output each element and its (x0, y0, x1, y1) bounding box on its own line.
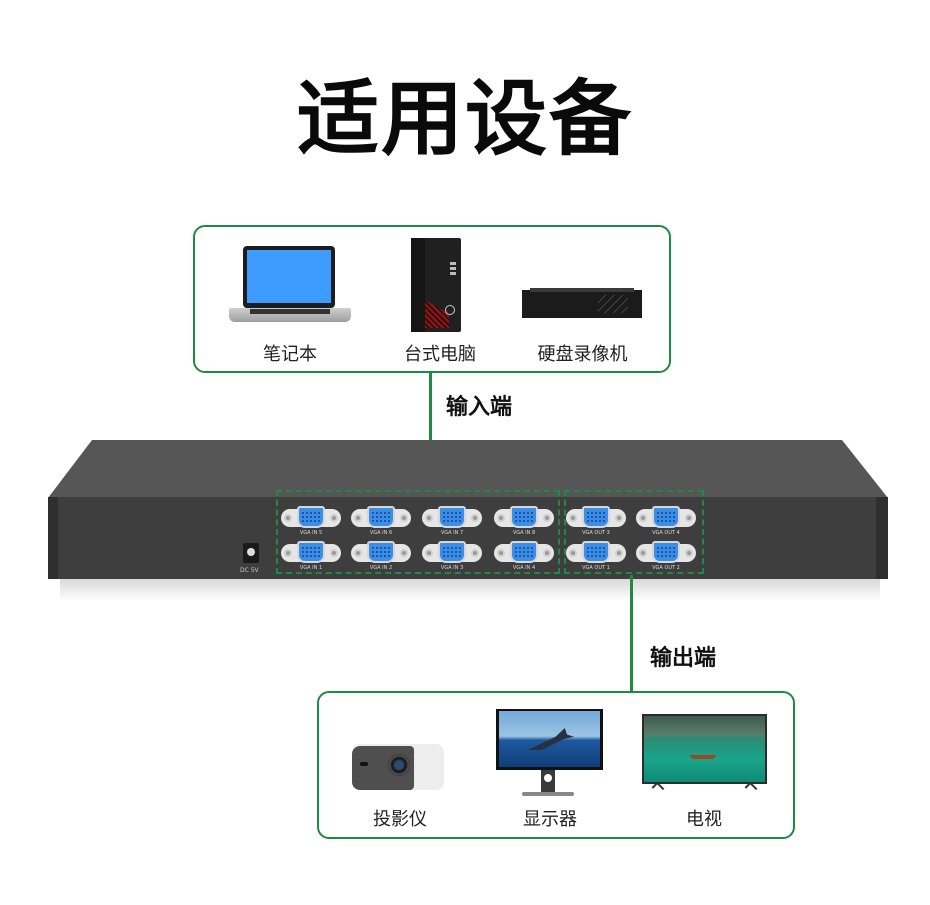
vga-port: VGA IN 3 (422, 538, 482, 572)
power-label: DC 5V (240, 567, 259, 574)
input-connector-line (429, 372, 432, 492)
input-ports-group (276, 490, 560, 574)
output-port-label: 输出端 (650, 646, 717, 671)
vga-port: VGA IN 6 (351, 503, 411, 537)
vga-port: VGA IN 2 (351, 538, 411, 572)
page-title: 适用设备 (296, 72, 633, 167)
vga-port: VGA IN 5 (281, 503, 341, 537)
device-label: 投影仪 (373, 809, 427, 830)
vga-port: VGA OUT 2 (636, 538, 696, 572)
device-label: 笔记本 (263, 344, 317, 365)
power-jack-icon (243, 543, 259, 563)
device-label: 显示器 (523, 809, 577, 830)
device-label: 电视 (686, 809, 722, 830)
output-connector-line (630, 575, 633, 693)
vga-port: VGA OUT 4 (636, 503, 696, 537)
vga-port: VGA IN 1 (281, 538, 341, 572)
vga-port: VGA OUT 1 (566, 538, 626, 572)
device-label: 硬盘录像机 (537, 344, 628, 365)
input-port-label: 输入端 (446, 395, 513, 420)
vga-port: VGA OUT 3 (566, 503, 626, 537)
vga-port: VGA IN 7 (422, 503, 482, 537)
output-ports-group (564, 490, 704, 574)
vga-port: VGA IN 4 (494, 538, 554, 572)
vga-port: VGA IN 8 (494, 503, 554, 537)
device-label: 台式电脑 (404, 344, 476, 365)
